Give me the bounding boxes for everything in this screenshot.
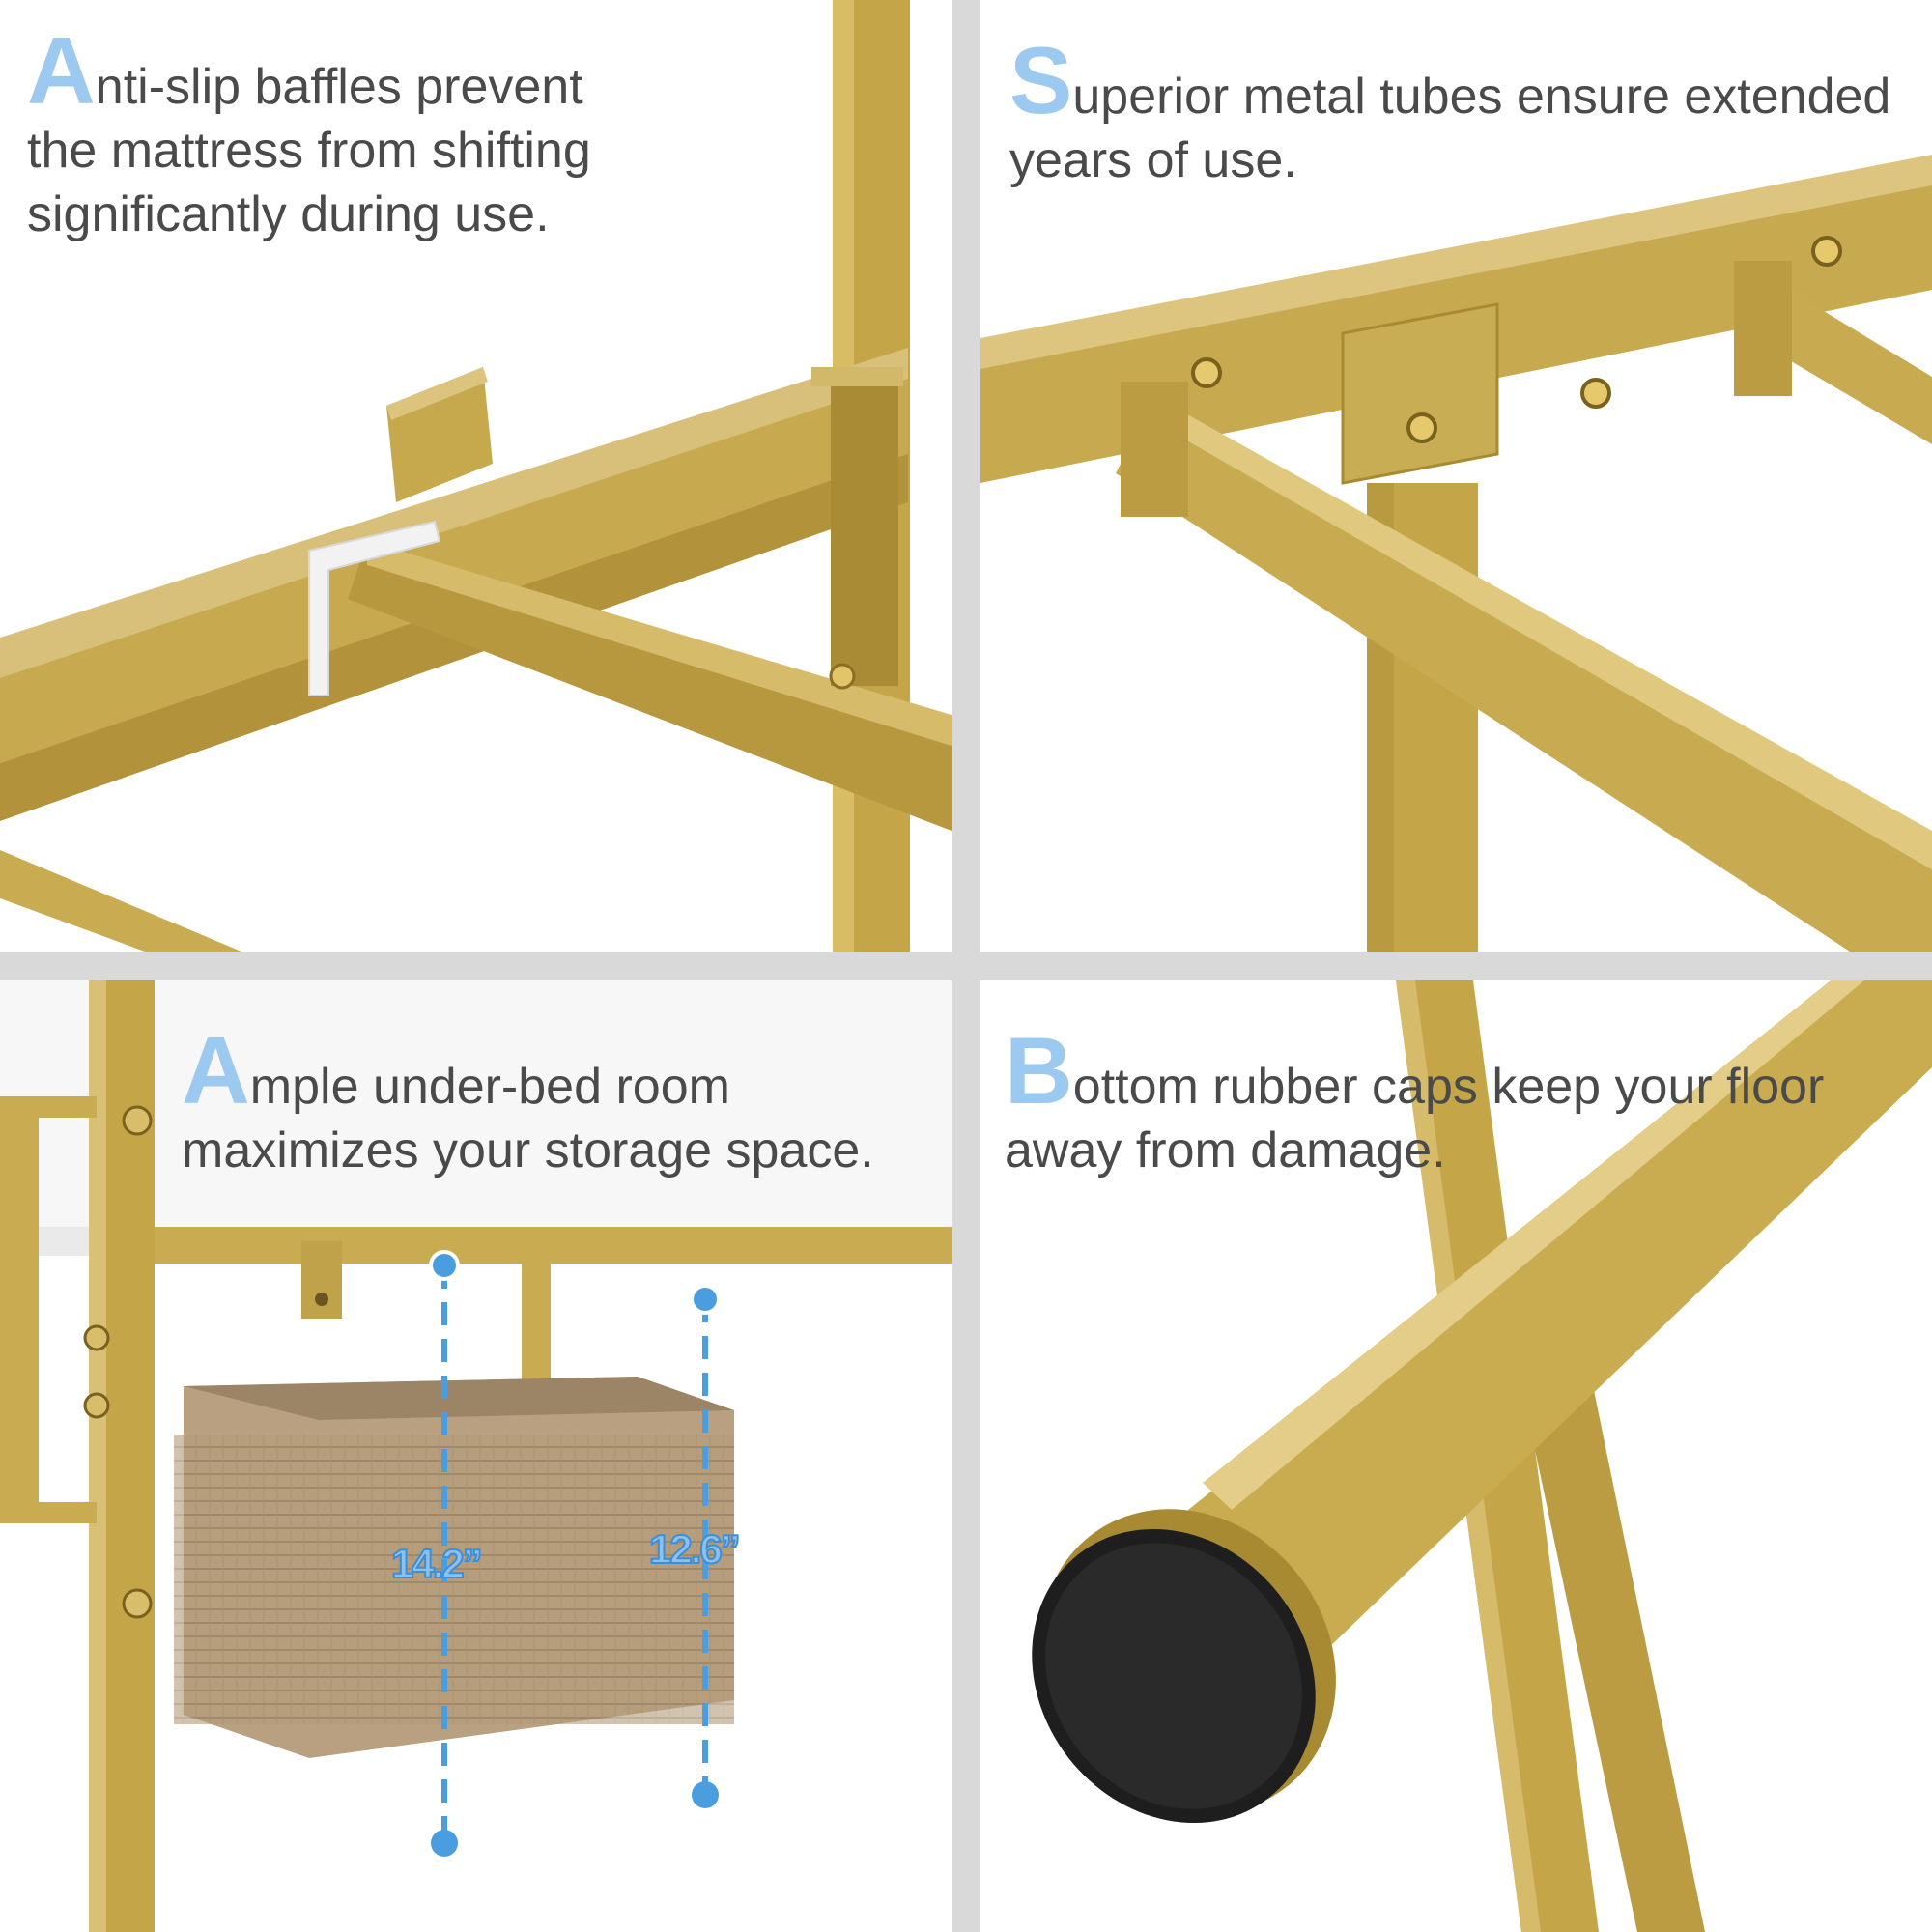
caption-storage: Ample under-bed room maximizes your stor…	[182, 1023, 874, 1182]
caption-line-3: significantly during use.	[27, 186, 550, 242]
caption-initial: A	[27, 17, 96, 124]
caption-initial: A	[182, 1017, 250, 1123]
caption-rubber-caps: Bottom rubber caps keep your floor away …	[1005, 1023, 1825, 1182]
panel-anti-slip-baffles: Anti-slip baffles prevent the mattress f…	[0, 0, 952, 952]
caption-line-2: the mattress from shifting	[27, 123, 591, 179]
caption-line-2: away from damage.	[1005, 1122, 1446, 1179]
dimension-label-height: 14.2”	[390, 1540, 484, 1587]
panel-metal-tubes: Superior metal tubes ensure extended yea…	[980, 0, 1932, 952]
dimension-label-clearance: 12.6”	[648, 1525, 742, 1573]
caption-text: ottom rubber caps keep your floor	[1072, 1059, 1825, 1115]
caption-line-1: Anti-slip baffles prevent	[27, 23, 591, 119]
caption-metal-tubes: Superior metal tubes ensure extended yea…	[1009, 33, 1891, 192]
caption-line-2: years of use.	[1009, 132, 1297, 188]
caption-line-1: Bottom rubber caps keep your floor	[1005, 1023, 1825, 1119]
caption-initial: B	[1005, 1017, 1073, 1123]
caption-text: mple under-bed room	[249, 1059, 730, 1115]
metal-tube-joint-illustration	[980, 155, 1932, 952]
caption-text: nti-slip baffles prevent	[95, 59, 583, 115]
caption-line-1: Ample under-bed room	[182, 1023, 874, 1119]
caption-initial: S	[1009, 27, 1073, 133]
panel-rubber-caps: Bottom rubber caps keep your floor away …	[980, 980, 1932, 1932]
caption-anti-slip: Anti-slip baffles prevent the mattress f…	[27, 23, 591, 246]
rubber-cap-leg-illustration	[1032, 980, 1932, 1932]
caption-line-2: maximizes your storage space.	[182, 1122, 874, 1179]
caption-line-1: Superior metal tubes ensure extended	[1009, 33, 1891, 128]
panel-under-bed-storage: Ample under-bed room maximizes your stor…	[0, 980, 952, 1932]
bed-frame-corner-illustration	[0, 0, 952, 952]
caption-text: uperior metal tubes ensure extended	[1072, 69, 1891, 125]
under-bed-storage-illustration	[0, 980, 952, 1932]
